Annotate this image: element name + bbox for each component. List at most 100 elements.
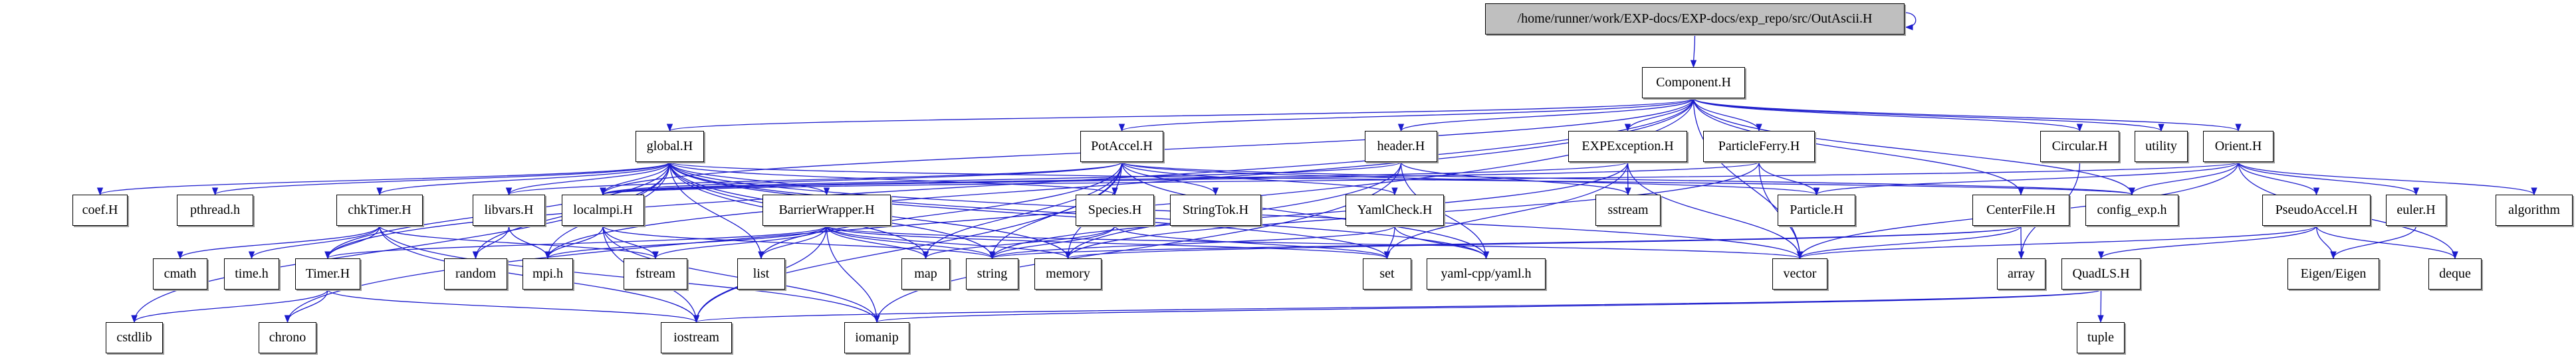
node-set[interactable]: set bbox=[1363, 258, 1411, 290]
node-deque[interactable]: deque bbox=[2428, 258, 2482, 290]
node-iomanip[interactable]: iomanip bbox=[844, 322, 909, 353]
edge-orient-h-to-algorithm bbox=[2238, 161, 2537, 196]
node-yaml-cpp-yaml-h[interactable]: yaml-cpp/yaml.h bbox=[1427, 258, 1546, 290]
node-pseudoaccel-h[interactable]: PseudoAccel.H bbox=[2262, 195, 2371, 226]
edge-centerfile-h-to-string bbox=[989, 225, 2022, 260]
edge-timer-h-to-iostream bbox=[327, 289, 699, 323]
node-chrono[interactable]: chrono bbox=[259, 322, 316, 353]
edge-particleferry-h-to-localmpi-h bbox=[600, 161, 1760, 196]
edge-centerfile-h-to-vector bbox=[1796, 225, 2022, 260]
edge-root-to-component-h bbox=[1690, 34, 1697, 68]
edge-global-h-to-cstdlib bbox=[131, 161, 671, 323]
edge-potaccel-h-to-libvars-h bbox=[506, 161, 1123, 196]
node-cstdlib[interactable]: cstdlib bbox=[106, 322, 163, 353]
edge-component-h-to-circular-h bbox=[1693, 98, 2083, 132]
edge-orient-h-to-pseudoaccel-h bbox=[2238, 161, 2320, 196]
edge-component-h-to-expexception-h bbox=[1624, 98, 1695, 132]
node-map[interactable]: map bbox=[901, 258, 950, 290]
node-array[interactable]: array bbox=[1997, 258, 2046, 290]
node-potaccel-h[interactable]: PotAccel.H bbox=[1080, 131, 1163, 162]
edge-localmpi-h-to-string bbox=[602, 225, 995, 260]
edge-pseudoaccel-h-to-vector bbox=[1797, 225, 2317, 260]
node-vector[interactable]: vector bbox=[1772, 258, 1827, 290]
node-sstream[interactable]: sstream bbox=[1595, 195, 1661, 226]
edge-component-h-to-potaccel-h bbox=[1119, 98, 1695, 132]
node-centerfile-h[interactable]: CenterFile.H bbox=[1972, 195, 2069, 226]
node-euler-h[interactable]: euler.H bbox=[2386, 195, 2446, 226]
node-random[interactable]: random bbox=[444, 258, 507, 290]
edge-barrierwrapper-h-to-timer-h bbox=[324, 225, 828, 260]
node-fstream[interactable]: fstream bbox=[624, 258, 687, 290]
edge-orient-h-to-euler-h bbox=[2238, 161, 2420, 196]
node-particle-h[interactable]: Particle.H bbox=[1778, 195, 1855, 226]
node-eigen-eigen[interactable]: Eigen/Eigen bbox=[2287, 258, 2379, 290]
edge-chktimer-h-to-time-h bbox=[248, 225, 380, 260]
edge-global-h-to-chktimer-h bbox=[376, 161, 671, 196]
edge-localmpi-h-to-mpi-h bbox=[544, 225, 604, 260]
edge-global-h-to-barrierwrapper-h bbox=[669, 161, 830, 196]
edge-quadls-h-to-iomanip bbox=[874, 289, 2102, 323]
edge-yamlcheck-h-to-string bbox=[989, 225, 1395, 260]
edge-global-h-to-coef-h bbox=[97, 161, 671, 196]
edge-barrierwrapper-h-to-mpi-h bbox=[544, 225, 828, 260]
node-algorithm[interactable]: algorithm bbox=[2496, 195, 2573, 226]
edge-potaccel-h-to-localmpi-h bbox=[600, 161, 1123, 196]
node-string[interactable]: string bbox=[966, 258, 1018, 290]
node-mpi-h[interactable]: mpi.h bbox=[523, 258, 573, 290]
node-timer-h[interactable]: Timer.H bbox=[295, 258, 360, 290]
edge-component-h-to-vector bbox=[1693, 98, 1804, 260]
edge-component-h-to-particleferry-h bbox=[1693, 98, 1762, 132]
edge-expexception-h-to-string bbox=[989, 161, 1629, 260]
root-file-node[interactable]: /home/runner/work/EXP-docs/EXP-docs/exp_… bbox=[1485, 3, 1905, 35]
edge-barrierwrapper-h-to-vector bbox=[826, 225, 1803, 260]
edge-potaccel-h-to-yaml-cpp-yaml-h bbox=[1121, 161, 1490, 260]
edge-timer-h-to-cstdlib bbox=[131, 289, 328, 323]
edge-orient-h-to-particle-h bbox=[1814, 161, 2239, 196]
node-species-h[interactable]: Species.H bbox=[1076, 195, 1154, 226]
edge-global-h-to-list bbox=[669, 161, 764, 260]
edge-barrierwrapper-h-to-memory bbox=[826, 225, 1072, 260]
node-chktimer-h[interactable]: chkTimer.H bbox=[336, 195, 423, 226]
node-cmath[interactable]: cmath bbox=[153, 258, 207, 290]
node-component-h[interactable]: Component.H bbox=[1642, 67, 1745, 98]
edge-header-h-to-iomanip bbox=[874, 161, 1402, 323]
node-memory[interactable]: memory bbox=[1034, 258, 1102, 290]
node-expexception-h[interactable]: EXPException.H bbox=[1568, 131, 1687, 162]
node-global-h[interactable]: global.H bbox=[636, 131, 704, 162]
edge-timer-h-to-chrono bbox=[284, 289, 328, 323]
edge-global-h-to-libvars-h bbox=[505, 161, 671, 196]
edge-barrierwrapper-h-to-string bbox=[826, 225, 996, 260]
node-utility[interactable]: utility bbox=[2135, 131, 2188, 162]
edge-yamlcheck-h-to-yaml-cpp-yaml-h bbox=[1394, 225, 1490, 260]
node-coef-h[interactable]: coef.H bbox=[72, 195, 128, 226]
node-yamlcheck-h[interactable]: YamlCheck.H bbox=[1346, 195, 1444, 226]
edge-orient-h-to-localmpi-h bbox=[600, 161, 2239, 196]
edge-component-h-to-orient-h bbox=[1693, 98, 2242, 132]
node-libvars-h[interactable]: libvars.H bbox=[473, 195, 545, 226]
node-circular-h[interactable]: Circular.H bbox=[2040, 131, 2119, 162]
node-barrierwrapper-h[interactable]: BarrierWrapper.H bbox=[762, 195, 891, 226]
edge-euler-h-to-eigen-eigen bbox=[2330, 225, 2417, 260]
edge-barrierwrapper-h-to-set bbox=[826, 225, 1390, 260]
edge-libvars-h-to-random bbox=[472, 225, 510, 260]
node-header-h[interactable]: header.H bbox=[1365, 131, 1437, 162]
node-iostream[interactable]: iostream bbox=[661, 322, 732, 353]
edge-component-h-to-utility bbox=[1693, 98, 2165, 132]
node-pthread-h[interactable]: pthread.h bbox=[177, 195, 253, 226]
edge-header-h-to-localmpi-h bbox=[600, 161, 1402, 196]
edge-global-h-to-species-h bbox=[669, 161, 1118, 196]
edge-component-h-to-timer-h bbox=[324, 98, 1695, 260]
node-tuple[interactable]: tuple bbox=[2077, 322, 2125, 353]
edge-pseudoaccel-h-to-eigen-eigen bbox=[2315, 225, 2337, 260]
node-time-h[interactable]: time.h bbox=[224, 258, 279, 290]
node-orient-h[interactable]: Orient.H bbox=[2203, 131, 2274, 162]
edge-yamlcheck-h-to-set bbox=[1383, 225, 1395, 260]
node-config-exp-h[interactable]: config_exp.h bbox=[2085, 195, 2178, 226]
node-localmpi-h[interactable]: localmpi.H bbox=[562, 195, 644, 226]
node-list[interactable]: list bbox=[737, 258, 785, 290]
node-particleferry-h[interactable]: ParticleFerry.H bbox=[1703, 131, 1815, 162]
node-stringtok-h[interactable]: StringTok.H bbox=[1170, 195, 1261, 226]
edge-barrierwrapper-h-to-iomanip bbox=[826, 225, 880, 323]
node-quadls-h[interactable]: QuadLS.H bbox=[2061, 258, 2141, 290]
